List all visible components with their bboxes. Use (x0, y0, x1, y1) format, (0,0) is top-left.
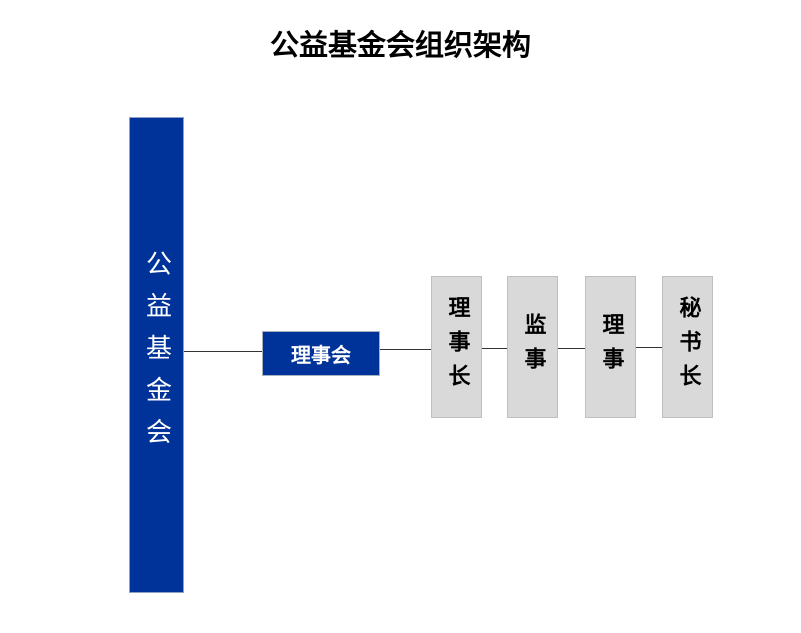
connector-position-2-3 (558, 348, 585, 349)
position-label: 秘书长 (675, 296, 701, 398)
position-label: 理事 (598, 313, 624, 381)
position-node-chairman: 理事长 (431, 276, 482, 418)
connector-root-board (184, 351, 262, 352)
position-label: 理事长 (444, 296, 470, 398)
foundation-label: 公益基金会 (141, 250, 172, 460)
position-node-secretary-general: 秘书长 (662, 276, 713, 418)
position-label: 监事 (520, 313, 546, 381)
position-node-director: 理事 (585, 276, 636, 418)
connector-position-3-4 (636, 347, 662, 348)
board-node: 理事会 (262, 331, 380, 376)
chart-title: 公益基金会组织架构 (269, 28, 531, 62)
position-node-supervisor: 监事 (507, 276, 558, 418)
board-label: 理事会 (291, 343, 351, 367)
foundation-node: 公益基金会 (129, 117, 184, 593)
connector-board-positions (380, 349, 431, 350)
connector-position-1-2 (481, 348, 507, 349)
